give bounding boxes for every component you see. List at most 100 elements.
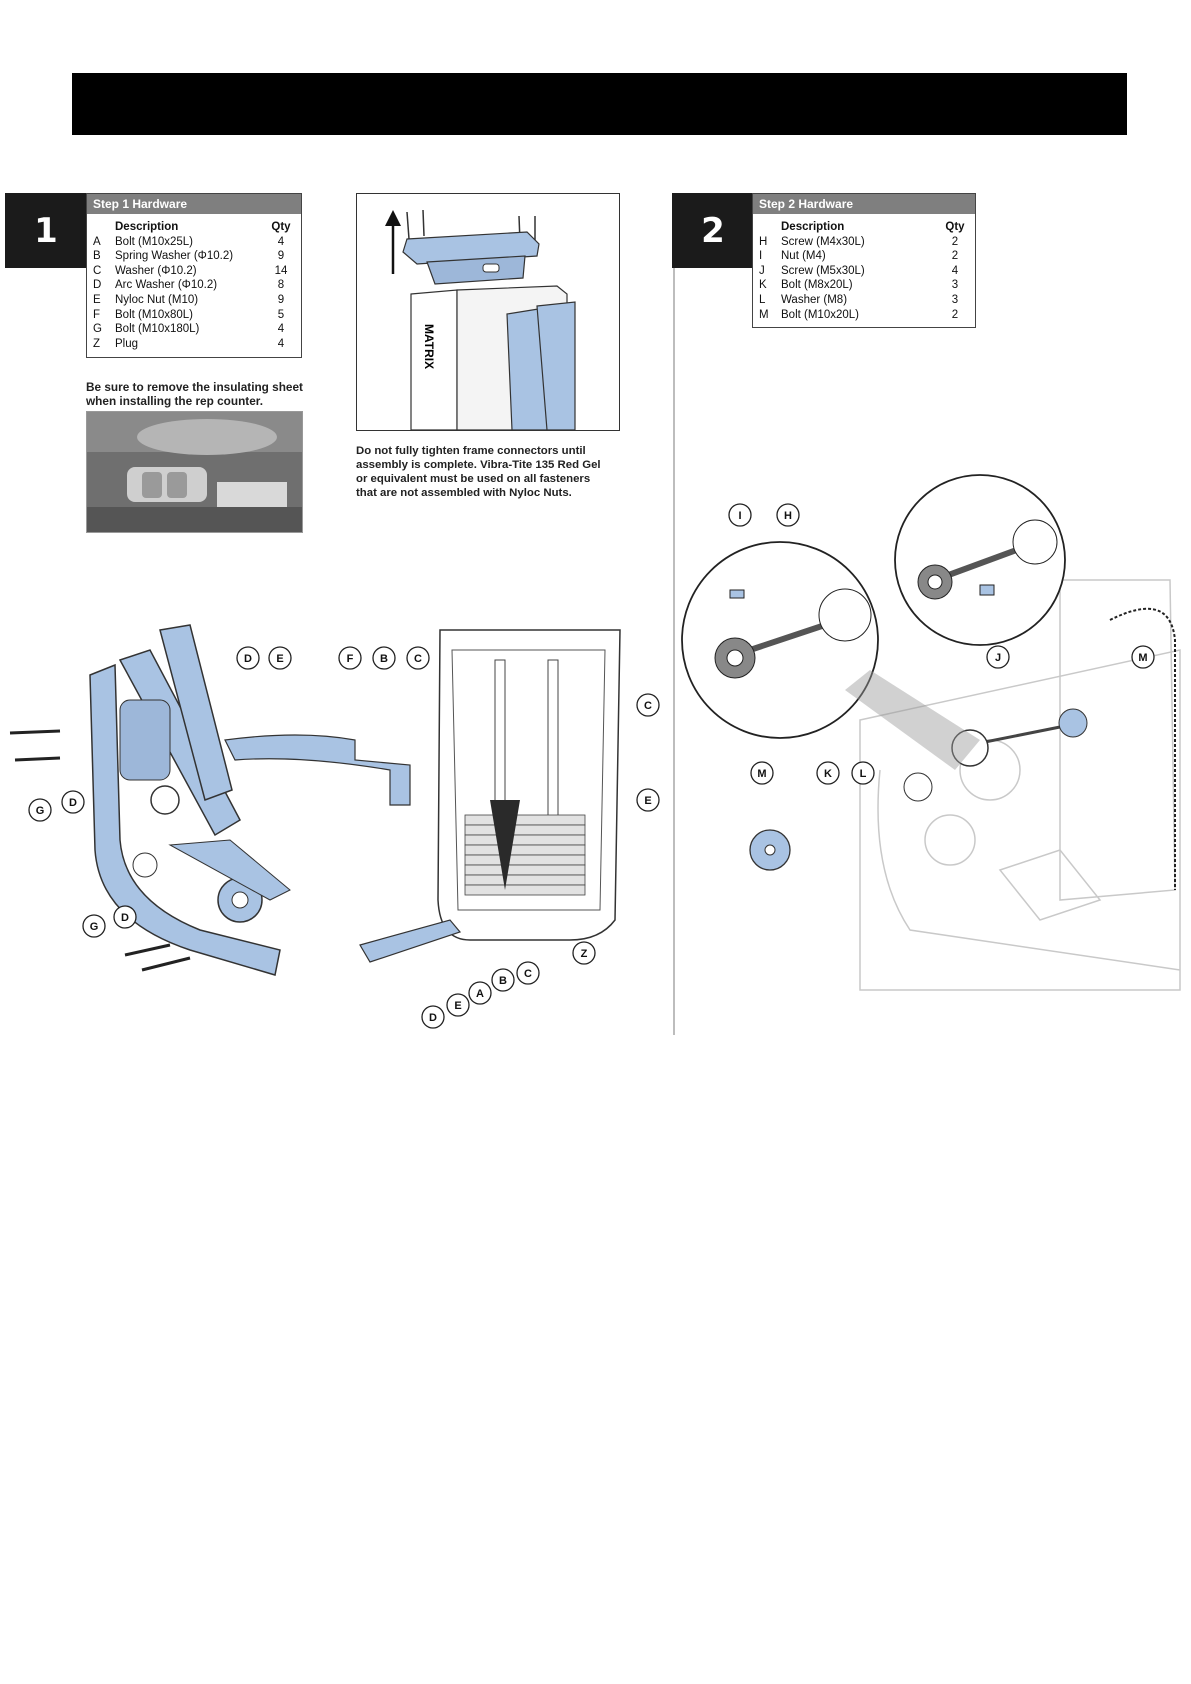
hardware-row: Z Plug 4 xyxy=(87,337,301,352)
insulating-sheet-note: Be sure to remove the insulating sheet w… xyxy=(86,380,303,408)
svg-text:D: D xyxy=(121,912,129,924)
hardware-letter: L xyxy=(759,293,766,306)
hardware-qty: 5 xyxy=(277,308,285,321)
callout-label: M xyxy=(1131,645,1155,669)
description-header: Description xyxy=(781,221,845,233)
callout-label: M xyxy=(750,761,774,785)
callout-label: E xyxy=(268,646,292,670)
svg-text:D: D xyxy=(69,797,77,809)
callout-label: K xyxy=(816,761,840,785)
hardware-row: F Bolt (M10x80L) 5 xyxy=(87,308,301,323)
svg-text:D: D xyxy=(429,1012,437,1024)
hardware-description: Plug xyxy=(115,337,139,350)
hardware-qty: 9 xyxy=(277,293,285,306)
svg-text:M: M xyxy=(757,768,766,780)
qty-header: Qty xyxy=(945,221,965,233)
callout-label: E xyxy=(636,788,660,812)
hardware-description: Spring Washer (Φ10.2) xyxy=(115,250,234,263)
hardware-qty: 4 xyxy=(951,264,959,277)
hardware-description: Nyloc Nut (M10) xyxy=(115,293,199,306)
callout-label: D xyxy=(61,790,85,814)
hardware-description: Washer (Φ10.2) xyxy=(115,264,197,277)
connector-arm xyxy=(224,734,411,806)
pulley-cover-right xyxy=(1058,708,1088,738)
hardware-description: Arc Washer (Φ10.2) xyxy=(115,279,218,292)
weight-stack-tower xyxy=(437,629,621,941)
callout-label: F xyxy=(338,646,362,670)
callout-label: E xyxy=(446,993,470,1017)
svg-text:E: E xyxy=(276,653,283,665)
hardware-letter: C xyxy=(93,264,102,277)
rep-counter-photo xyxy=(86,411,303,533)
svg-text:G: G xyxy=(90,921,99,933)
hardware-letter: I xyxy=(759,250,763,263)
hardware-qty: 9 xyxy=(277,250,285,263)
frame-upright: MATRIX xyxy=(410,285,576,431)
svg-text:L: L xyxy=(860,768,867,780)
svg-text:J: J xyxy=(995,652,1001,664)
hardware-description: Bolt (M10x80L) xyxy=(115,308,193,321)
hardware-qty: 2 xyxy=(951,235,959,248)
base-rail xyxy=(359,919,462,963)
svg-text:D: D xyxy=(244,653,252,665)
svg-text:A: A xyxy=(476,988,484,1000)
hardware-letter: B xyxy=(93,250,101,263)
hardware-qty: 4 xyxy=(277,337,285,350)
callout-label: J xyxy=(986,645,1010,669)
hardware-qty: 4 xyxy=(277,235,285,248)
hardware-letter: F xyxy=(93,308,101,321)
svg-text:C: C xyxy=(644,700,652,712)
hardware-qty: 3 xyxy=(951,293,959,306)
step-2-badge: 2 xyxy=(672,193,754,268)
svg-text:B: B xyxy=(499,975,507,987)
hardware-letter: A xyxy=(93,235,101,248)
hardware-row: E Nyloc Nut (M10) 9 xyxy=(87,293,301,308)
svg-text:E: E xyxy=(644,795,651,807)
hardware-letter: M xyxy=(759,308,769,321)
hardware-description: Bolt (M8x20L) xyxy=(781,279,853,292)
callout-label: C xyxy=(516,961,540,985)
callout-label: Z xyxy=(572,941,596,965)
hardware-row: B Spring Washer (Φ10.2) 9 xyxy=(87,249,301,264)
svg-text:F: F xyxy=(347,653,354,665)
svg-text:E: E xyxy=(454,1000,461,1012)
rep-counter-part xyxy=(402,231,540,285)
callout-label: I xyxy=(728,503,752,527)
hardware-qty: 3 xyxy=(951,279,959,292)
hardware-table-header: Description Qty xyxy=(87,220,301,235)
callout-label: D xyxy=(113,905,137,929)
svg-text:C: C xyxy=(414,653,422,665)
callout-label: G xyxy=(82,914,106,938)
hardware-letter: G xyxy=(93,323,102,336)
description-header: Description xyxy=(115,221,179,233)
step-divider xyxy=(673,250,675,1035)
hardware-row: K Bolt (M8x20L) 3 xyxy=(753,278,975,293)
callout-label: B xyxy=(372,646,396,670)
lift-arrow-icon xyxy=(385,210,401,274)
svg-text:C: C xyxy=(524,968,532,980)
hardware-letter: Z xyxy=(93,337,101,350)
detail-circle-left xyxy=(681,541,879,739)
hardware-letter: E xyxy=(93,293,101,306)
callout-label: B xyxy=(491,968,515,992)
hardware-table-header: Description Qty xyxy=(753,220,975,235)
hardware-description: Bolt (M10x25L) xyxy=(115,235,193,248)
svg-text:K: K xyxy=(824,768,832,780)
hardware-letter: K xyxy=(759,279,767,292)
callout-label: A xyxy=(468,981,492,1005)
hardware-letter: D xyxy=(93,279,102,292)
svg-text:Z: Z xyxy=(581,948,588,960)
hardware-row: A Bolt (M10x25L) 4 xyxy=(87,235,301,250)
hardware-description: Screw (M4x30L) xyxy=(781,235,865,248)
callout-label: C xyxy=(636,693,660,717)
hardware-qty: 2 xyxy=(951,250,959,263)
callout-label: C xyxy=(406,646,430,670)
callout-label: D xyxy=(236,646,260,670)
